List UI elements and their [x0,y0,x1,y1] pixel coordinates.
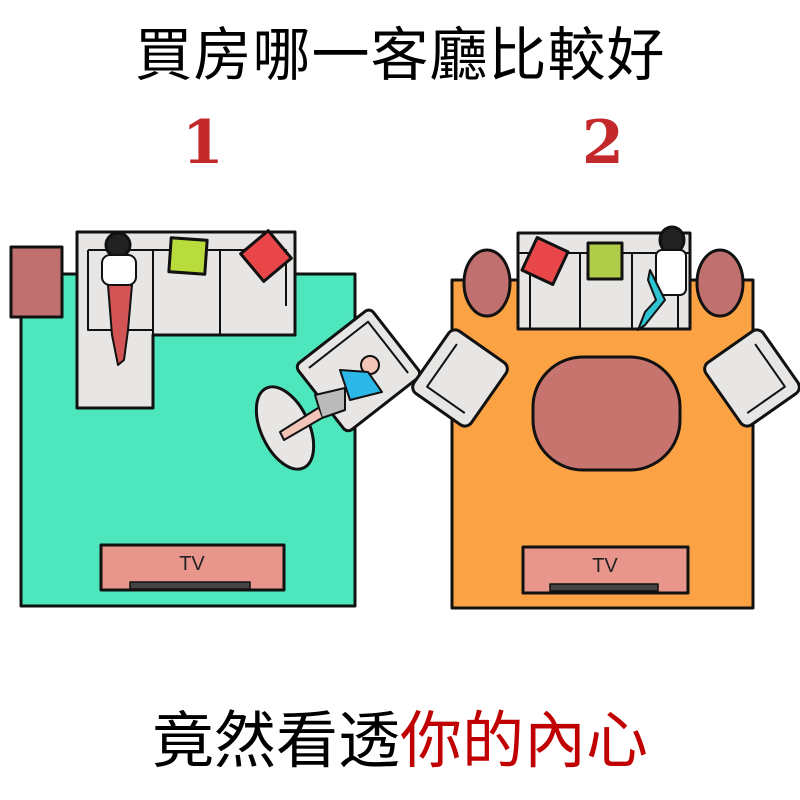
living-room-1[interactable]: TV [9,229,422,608]
tv-screen [549,583,659,592]
person-sitting [101,231,137,366]
page-title: 買房哪一客廳比較好 [134,21,666,89]
side-table [9,245,64,319]
pillow-red [520,236,570,286]
option-1-number: 1 [182,108,224,178]
bottom-caption: 竟然看透你的內心 [0,690,800,780]
armchair-left [411,328,509,428]
tv-screen [129,581,251,590]
caption-part-1: 竟然看透 [151,704,400,777]
option-2-number: 2 [582,108,624,178]
pillow-green [167,236,209,276]
caption-part-2: 你的內心 [400,704,649,777]
coffee-table [531,355,682,472]
living-room-2[interactable]: TV [410,225,800,610]
round-table-right [695,248,745,318]
person-lounging [279,355,383,441]
pillow-red [239,229,293,283]
armchair-right [703,328,800,428]
person-sitting [637,225,687,331]
tv-label: TV [179,553,205,575]
round-table-left [462,248,512,318]
pillow-green [586,241,624,281]
tv-label: TV [592,555,618,577]
